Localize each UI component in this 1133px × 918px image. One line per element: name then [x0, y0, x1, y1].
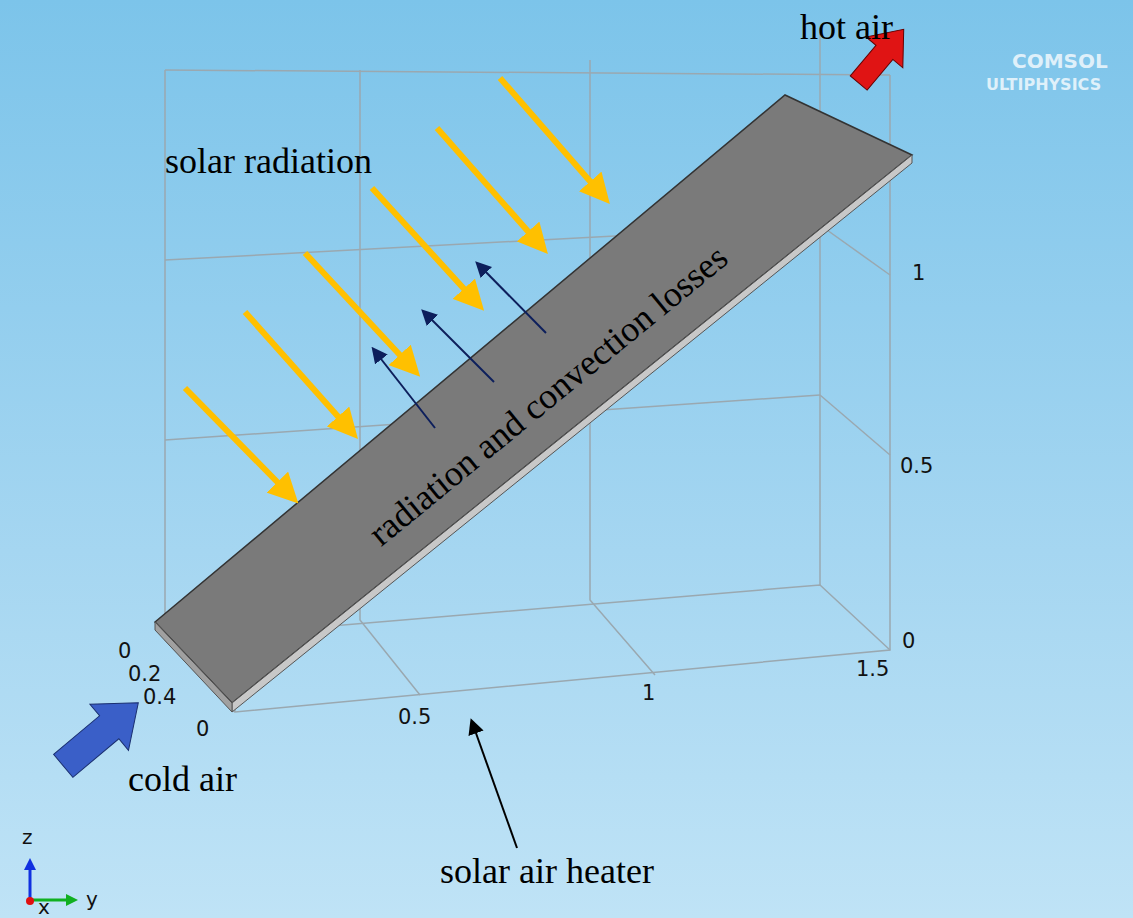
solar-rays	[185, 78, 602, 495]
tick-label: 0	[118, 640, 131, 663]
watermark: COMSOL	[1012, 50, 1108, 72]
tick-label: 0	[902, 630, 915, 653]
axis-name: x	[38, 896, 50, 918]
leader-line	[472, 722, 517, 848]
axis-name: y	[86, 888, 98, 910]
tick-label: 0	[196, 718, 209, 741]
tick-label: 1.5	[856, 658, 889, 681]
plate-edge	[232, 155, 912, 712]
flow-label: cold air	[128, 760, 237, 800]
absorber-plate	[155, 95, 912, 703]
tick-label: 0.5	[398, 706, 431, 729]
axis-triad	[24, 858, 78, 906]
losses-label: radiation and convection losses	[361, 238, 735, 554]
rays-label: solar radiation	[165, 142, 372, 182]
axis-name: z	[22, 826, 33, 848]
part-label: solar air heater	[440, 852, 654, 892]
tick-label: 1	[642, 682, 655, 705]
tick-label: 1	[912, 262, 925, 285]
tick-label: 0.5	[900, 455, 933, 478]
flow-label: hot air	[800, 8, 893, 48]
tick-label: 0.4	[143, 686, 176, 709]
tick-label: 0.2	[128, 663, 161, 686]
watermark: ULTIPHYSICS	[986, 76, 1101, 94]
